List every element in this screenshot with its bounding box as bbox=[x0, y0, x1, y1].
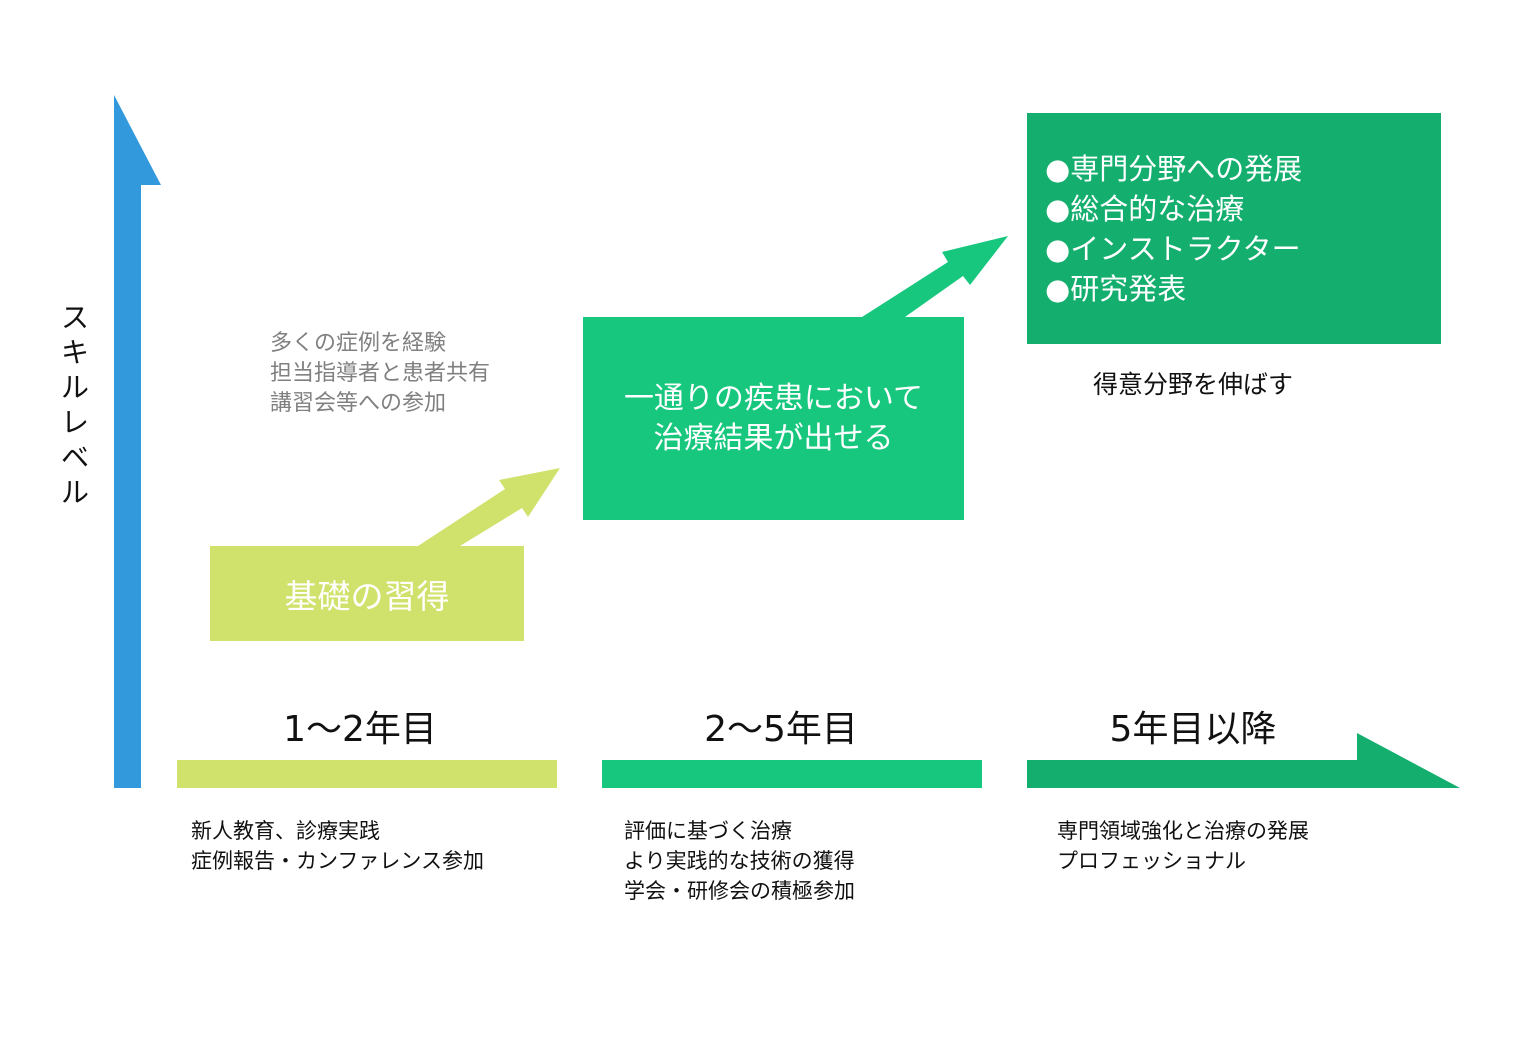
y-axis-label-char: レ bbox=[60, 406, 89, 439]
note: 担当指導者と患者共有 bbox=[270, 361, 491, 386]
stage2-box: 一通りの疾患において 治療結果が出せる bbox=[583, 317, 964, 520]
bullet: ●研究発表 bbox=[1045, 272, 1187, 306]
phase2-label: 2～5年目 bbox=[704, 709, 858, 750]
desc-line: 新人教育、診療実践 bbox=[191, 819, 380, 843]
y-axis-label-char: ル bbox=[60, 476, 89, 509]
desc-line: より実践的な技術の獲得 bbox=[624, 849, 855, 873]
stage1-label: 基礎の習得 bbox=[284, 576, 450, 616]
phase1-label: 1～2年目 bbox=[283, 709, 437, 750]
desc-line: 専門領域強化と治療の発展 bbox=[1057, 819, 1309, 843]
stage2-line: 治療結果が出せる bbox=[653, 420, 894, 456]
y-axis-label-char: ベ bbox=[60, 441, 89, 474]
phase3-desc: 専門領域強化と治療の発展 プロフェッショナル bbox=[1057, 816, 1309, 876]
stage2-line: 一通りの疾患において bbox=[623, 380, 924, 416]
phase3-arrow bbox=[1027, 733, 1460, 788]
desc-line: 評価に基づく治療 bbox=[624, 819, 792, 843]
phase1-desc: 新人教育、診療実践 症例報告・カンファレンス参加 bbox=[191, 816, 484, 876]
growth-arrow-2 bbox=[862, 236, 1008, 317]
phase2-desc: 評価に基づく治療 より実践的な技術の獲得 学会・研修会の積極参加 bbox=[624, 816, 855, 906]
stage1-box: 基礎の習得 bbox=[210, 546, 524, 641]
phase3-label: 5年目以降 bbox=[1109, 709, 1277, 750]
desc-line: 学会・研修会の積極参加 bbox=[624, 879, 855, 903]
desc-line: プロフェッショナル bbox=[1057, 849, 1246, 873]
phase2-bar bbox=[602, 760, 982, 788]
phase1-bar bbox=[177, 760, 557, 788]
skill-axis-arrow bbox=[114, 95, 161, 788]
desc-line: 症例報告・カンファレンス参加 bbox=[191, 849, 484, 873]
note: 多くの症例を経験 bbox=[270, 331, 447, 356]
note: 講習会等への参加 bbox=[270, 391, 447, 416]
stage1-notes: 多くの症例を経験 担当指導者と患者共有 講習会等への参加 bbox=[270, 329, 490, 419]
stage3-caption: 得意分野を伸ばす bbox=[1093, 370, 1294, 399]
bullet: ●専門分野への発展 bbox=[1045, 152, 1303, 186]
growth-arrow-1 bbox=[418, 468, 560, 546]
y-axis-label-char: ス bbox=[60, 301, 89, 334]
bullet: ●インストラクター bbox=[1045, 232, 1301, 266]
y-axis-label: スキルレベル bbox=[60, 300, 90, 510]
y-axis-label-char: キ bbox=[60, 336, 89, 369]
y-axis-label-char: ル bbox=[60, 371, 89, 404]
stage3-box: ●専門分野への発展 ●総合的な治療 ●インストラクター ●研究発表 bbox=[1027, 113, 1441, 344]
bullet: ●総合的な治療 bbox=[1045, 192, 1245, 226]
